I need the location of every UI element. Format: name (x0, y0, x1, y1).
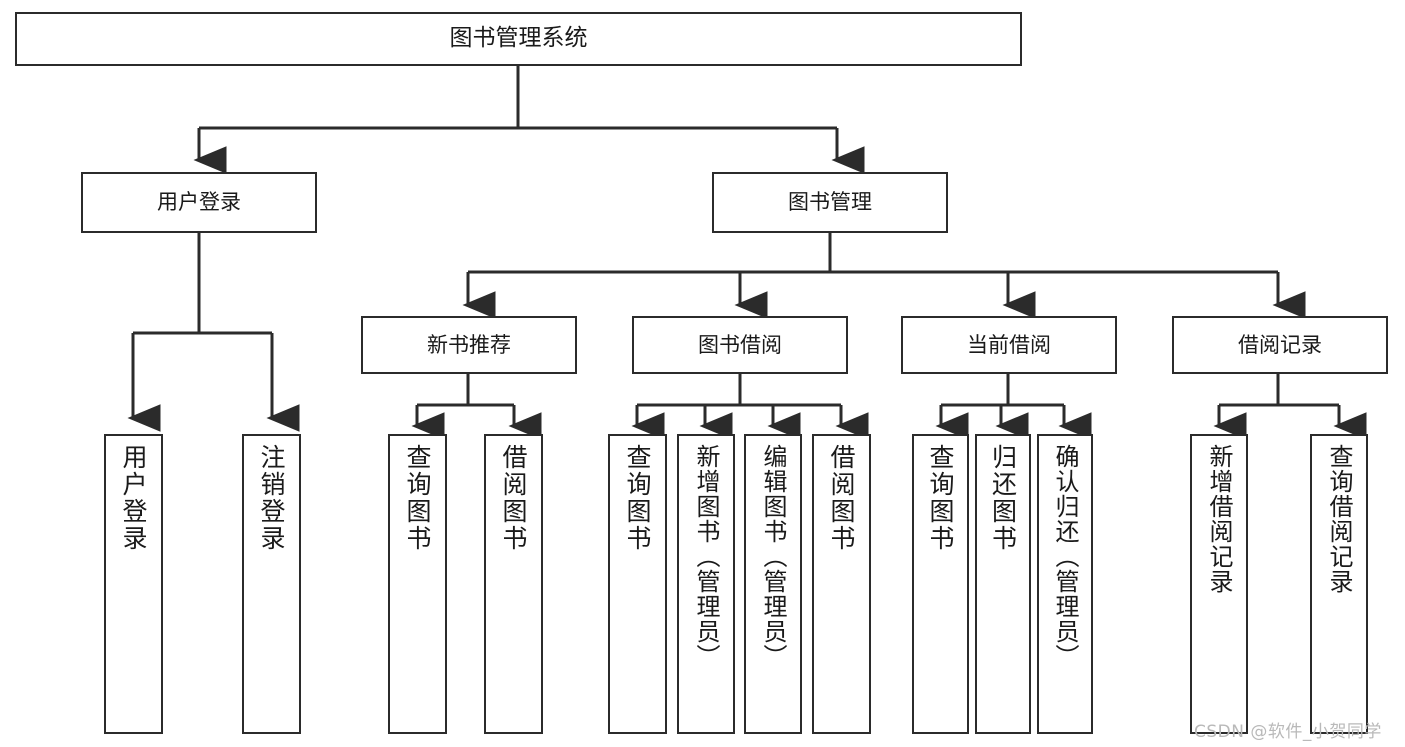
node-label: 用户登录 (119, 444, 148, 552)
node-user-login[interactable]: 用户登录 (81, 172, 317, 233)
node-current-borrow[interactable]: 当前借阅 (901, 316, 1117, 374)
node-label: 查询图书 (926, 444, 955, 552)
leaf-query-book-2[interactable]: 查询图书 (608, 434, 667, 734)
node-label: 图书管理 (788, 190, 872, 215)
node-label: 查询借阅记录 (1325, 444, 1353, 594)
leaf-query-book-3[interactable]: 查询图书 (912, 434, 969, 734)
node-label: 当前借阅 (967, 332, 1051, 357)
node-label: 新增图书（管理员） (692, 444, 720, 669)
node-label: 编辑图书（管理员） (759, 444, 787, 669)
node-label: 新书推荐 (427, 332, 511, 357)
leaf-add-book[interactable]: 新增图书（管理员） (677, 434, 735, 734)
node-label: 借阅图书 (499, 444, 528, 552)
node-new-book-recommend[interactable]: 新书推荐 (361, 316, 577, 374)
node-label: 新增借阅记录 (1205, 444, 1233, 594)
leaf-borrow-book-1[interactable]: 借阅图书 (484, 434, 543, 734)
node-label: 归还图书 (988, 444, 1018, 552)
leaf-return-book[interactable]: 归还图书 (975, 434, 1031, 734)
node-borrow-record[interactable]: 借阅记录 (1172, 316, 1388, 374)
node-label: 确认归还（管理员） (1051, 444, 1079, 669)
node-book-manage[interactable]: 图书管理 (712, 172, 948, 233)
node-label: 注销登录 (257, 444, 286, 552)
node-label: 查询图书 (623, 444, 652, 552)
leaf-add-record[interactable]: 新增借阅记录 (1190, 434, 1248, 734)
node-label: 查询图书 (403, 444, 432, 552)
node-label: 图书管理系统 (449, 25, 588, 52)
leaf-query-book-1[interactable]: 查询图书 (388, 434, 447, 734)
node-root-system[interactable]: 图书管理系统 (15, 12, 1022, 66)
leaf-user-logout[interactable]: 注销登录 (242, 434, 301, 734)
node-label: 图书借阅 (698, 332, 782, 357)
node-label: 用户登录 (157, 190, 241, 215)
watermark-text: CSDN @软件_小贺同学 (1194, 722, 1382, 742)
node-book-borrow[interactable]: 图书借阅 (632, 316, 848, 374)
node-label: 借阅图书 (827, 444, 856, 552)
leaf-borrow-book-2[interactable]: 借阅图书 (812, 434, 871, 734)
leaf-edit-book[interactable]: 编辑图书（管理员） (744, 434, 802, 734)
leaf-confirm-return[interactable]: 确认归还（管理员） (1037, 434, 1093, 734)
leaf-user-login[interactable]: 用户登录 (104, 434, 163, 734)
node-label: 借阅记录 (1238, 332, 1322, 357)
leaf-query-record[interactable]: 查询借阅记录 (1310, 434, 1368, 734)
